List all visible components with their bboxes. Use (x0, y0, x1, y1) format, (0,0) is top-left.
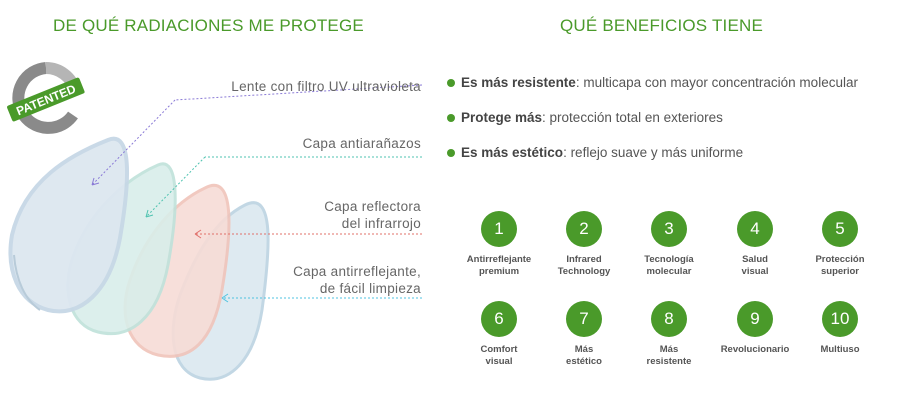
feature-number: 9 (737, 301, 773, 337)
feature-item: 5 Protección superior (795, 211, 885, 278)
feature-label: Más estético (566, 344, 602, 367)
feature-label: Protección superior (815, 254, 865, 277)
benefit-text: : reflejo suave y más uniforme (563, 145, 744, 160)
benefit-item: Es más estético: reflejo suave y más uni… (447, 145, 743, 160)
layer-label-infrared: Capa reflectora del infrarrojo (324, 199, 421, 231)
feature-number: 6 (481, 301, 517, 337)
feature-item: 4 Salud visual (710, 211, 800, 278)
layer-label-scratch: Capa antiarañazos (302, 136, 421, 151)
feature-item: 7 Más estético (539, 301, 629, 368)
feature-label: Comfort visual (480, 344, 518, 367)
arrow-antireflective (221, 293, 422, 303)
layer-label-uv: Lente con filtro UV ultravioleta (231, 79, 421, 94)
section-title-benefits: QUÉ BENEFICIOS TIENE (560, 16, 764, 35)
lens-layers-illustration (8, 84, 423, 381)
feature-number: 4 (737, 211, 773, 247)
feature-item: 1 Antirreflejante premium (454, 211, 544, 278)
arrow-uv (91, 84, 423, 186)
bullet-icon (447, 78, 455, 87)
feature-item: 6 Comfort visual (454, 301, 544, 368)
feature-number: 8 (651, 301, 687, 337)
benefit-bold: Es más estético (461, 145, 564, 160)
feature-item: 2 Infrared Technology (539, 211, 629, 278)
benefit-text: : protección total en exteriores (542, 110, 723, 125)
feature-number: 2 (566, 211, 602, 247)
feature-label: Infrared Technology (557, 254, 611, 277)
feature-number: 5 (822, 211, 858, 247)
feature-number: 3 (651, 211, 687, 247)
benefit-item: Es más resistente: multicapa con mayor c… (447, 75, 858, 90)
feature-number: 1 (481, 211, 517, 247)
feature-label: Multiuso (820, 344, 860, 355)
benefit-item: Protege más: protección total en exterio… (447, 110, 723, 125)
benefit-bold: Es más resistente (461, 75, 576, 90)
benefit-text: : multicapa con mayor concentración mole… (575, 75, 858, 90)
feature-label: Más resistente (646, 344, 692, 367)
feature-number: 10 (822, 301, 858, 337)
feature-label: Salud visual (741, 254, 769, 277)
lens-layer-uv (8, 136, 130, 314)
feature-item: 8 Más resistente (624, 301, 714, 368)
bullet-icon (447, 148, 455, 157)
feature-item: 3 Tecnología molecular (624, 211, 714, 278)
arrow-scratch (145, 156, 422, 218)
benefit-bold: Protege más (461, 110, 543, 125)
feature-label: Revolucionario (720, 344, 790, 355)
feature-number: 7 (566, 301, 602, 337)
feature-item: 10 Multiuso (795, 301, 885, 356)
patented-badge: PATENTED (7, 61, 85, 134)
feature-label: Tecnología molecular (644, 254, 694, 277)
arrow-infrared (194, 229, 422, 239)
feature-label: Antirreflejante premium (466, 254, 532, 277)
layer-label-antireflective: Capa antirreflejante, de fácil limpieza (293, 264, 421, 296)
bullet-icon (447, 113, 455, 122)
section-title-radiation: DE QUÉ RADIACIONES ME PROTEGE (53, 16, 364, 35)
feature-item: 9 Revolucionario (710, 301, 800, 356)
